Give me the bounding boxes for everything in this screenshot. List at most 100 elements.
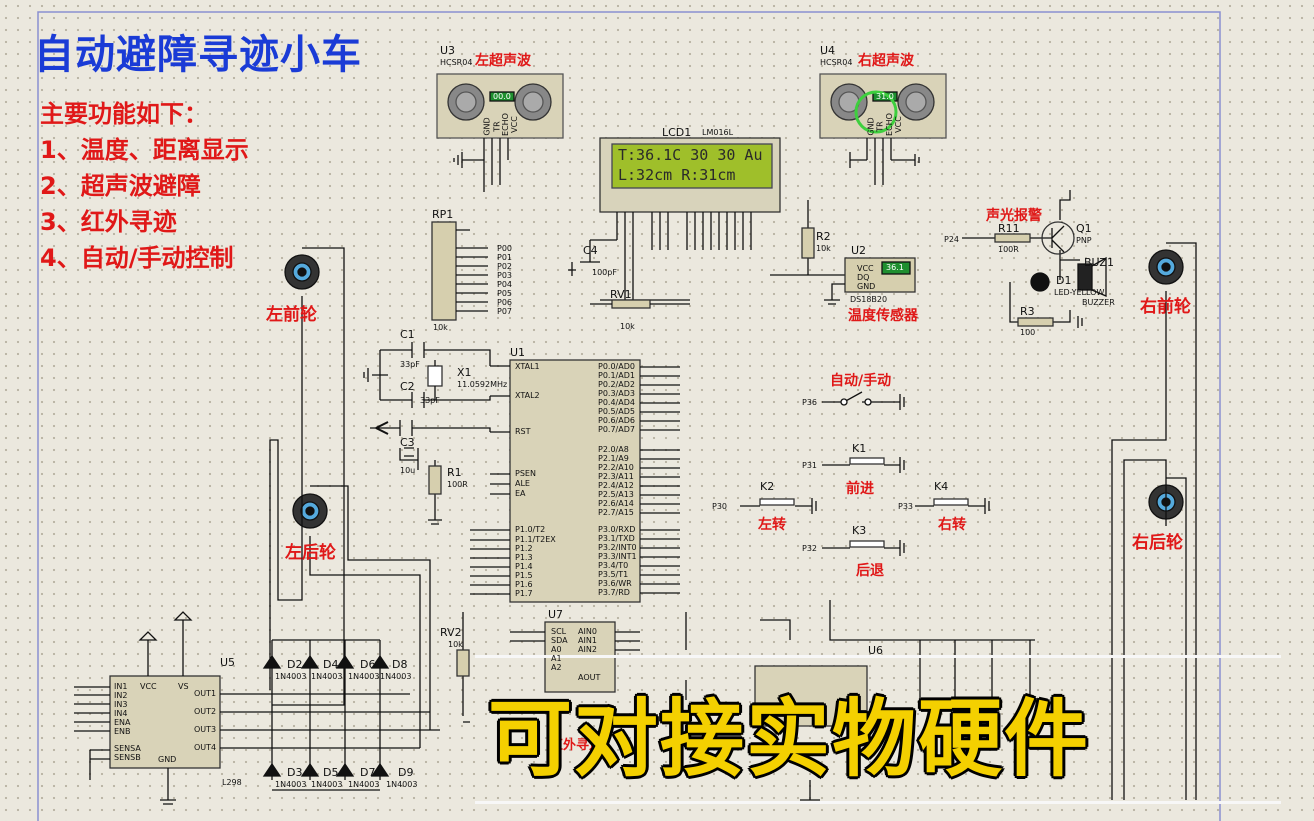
u5-pin-label: OUT3 xyxy=(194,725,217,734)
c2-ref: C2 xyxy=(400,380,415,393)
u1-pin-label: P2.2/A10 xyxy=(598,463,634,472)
k4-label: 右转 xyxy=(938,517,966,533)
c3-value: 10u xyxy=(400,466,416,475)
x1-value: 11.0592MHz xyxy=(457,380,508,389)
rp1-net: P02 xyxy=(497,262,513,271)
u1-pin-label: P3.6/WR xyxy=(598,579,632,588)
r1-value: 100R xyxy=(447,480,468,489)
alarm-net: P24 xyxy=(944,235,960,244)
features-heading: 主要功能如下： xyxy=(40,100,208,128)
k1-ref: K1 xyxy=(852,442,867,455)
wheel-left-back-label: 左后轮 xyxy=(285,543,336,563)
u5-part: L298 xyxy=(222,778,242,787)
u1-pin-label: P0.2/AD2 xyxy=(598,380,635,389)
u1-pin-label: P3.0/RXD xyxy=(598,525,636,534)
rv1-pot xyxy=(590,299,690,309)
diode-ref: D2 xyxy=(287,658,303,671)
u2-label: 温度传感器 xyxy=(848,308,918,324)
u3-ultrasonic-left xyxy=(436,73,564,192)
u7-pin-label: A1 xyxy=(551,654,562,663)
u7-pin-label: AOUT xyxy=(578,673,601,682)
lcd-line-1: T:36.1C 30 30 Au xyxy=(618,146,763,164)
u2-pin-gnd: GND xyxy=(857,282,876,291)
u5-gnd: GND xyxy=(158,755,177,764)
u1-pin-label: P1.6 xyxy=(515,580,533,589)
r11-ref: R11 xyxy=(998,222,1020,235)
u1-pin-label: P2.6/A14 xyxy=(598,499,634,508)
u7-pin-label: AIN2 xyxy=(578,645,597,654)
rp1-value: 10k xyxy=(433,323,448,332)
u3-ref: U3 xyxy=(440,44,456,57)
u1-pin-label: ALE xyxy=(515,479,530,488)
oscillator-circuit xyxy=(363,342,491,525)
diode-ref: D7 xyxy=(360,766,376,779)
u1-pin-label: P3.2/INT0 xyxy=(598,543,637,552)
u1-pin-label: P2.0/A8 xyxy=(598,445,629,454)
r3-value: 100 xyxy=(1020,328,1036,337)
u1-pin-label: P0.7/AD7 xyxy=(598,425,635,434)
overlay-caption: 可对接实物硬件 xyxy=(488,690,1091,788)
u7-pin-label: AIN1 xyxy=(578,636,597,645)
diode-part: 1N4003 xyxy=(380,672,412,681)
diode-ref: D9 xyxy=(398,766,414,779)
rp1-net: P06 xyxy=(497,298,513,307)
u1-pin-label: P0.0/AD0 xyxy=(598,362,635,371)
feature-item: 4、自动/手动控制 xyxy=(40,244,234,272)
r1-ref: R1 xyxy=(447,466,462,479)
u1-pin-label: P2.5/A13 xyxy=(598,490,634,499)
u1-pin-label: RST xyxy=(515,427,531,436)
diode-ref: D4 xyxy=(323,658,339,671)
lcd-module xyxy=(568,137,781,301)
l298-driver xyxy=(74,611,440,805)
k2-ref: K2 xyxy=(760,480,775,493)
wheel-right-back-label: 右后轮 xyxy=(1132,533,1183,553)
u3-label: 左超声波 xyxy=(475,53,531,69)
u4-pin-tr: TR xyxy=(875,121,885,132)
u3-part: HCSR04 xyxy=(440,58,473,67)
rp1-resistor-pack xyxy=(431,221,488,321)
diode-ref: D5 xyxy=(323,766,339,779)
rv1-value: 10k xyxy=(620,322,635,331)
u1-pin-label: P1.3 xyxy=(515,553,533,562)
u2-display: 36.1 xyxy=(886,263,904,272)
u5-pin-label: IN3 xyxy=(114,700,128,709)
d1-type: LED-YELLOW xyxy=(1054,288,1105,297)
d1-ref: D1 xyxy=(1056,274,1072,287)
u4-label: 右超声波 xyxy=(858,53,914,69)
u1-pin-label: P2.3/A11 xyxy=(598,472,634,481)
c3-ref: C3 xyxy=(400,436,415,449)
c1-ref: C1 xyxy=(400,328,415,341)
u1-pin-label: P0.4/AD4 xyxy=(598,398,635,407)
rp1-net: P05 xyxy=(497,289,513,298)
u3-pin-echo: ECHO xyxy=(500,113,510,136)
u4-pin-gnd: GND xyxy=(866,117,876,136)
u1-pin-label: P2.1/A9 xyxy=(598,454,629,463)
u4-ref: U4 xyxy=(820,44,836,57)
u6-ref: U6 xyxy=(868,644,884,657)
u5-pin-label: SENSB xyxy=(114,753,141,762)
diode-part: 1N4003 xyxy=(386,780,418,789)
motor-wheels xyxy=(269,242,1197,800)
u7-pin-label: SDA xyxy=(551,636,568,645)
u2-part: DS18B20 xyxy=(850,295,888,304)
page-title: 自动避障寻迹小车 xyxy=(34,32,362,78)
u5-ref: U5 xyxy=(220,656,236,669)
diode-ref: D8 xyxy=(392,658,408,671)
u1-pin-label: P1.2 xyxy=(515,544,533,553)
wheel-left-front-label: 左前轮 xyxy=(266,305,317,325)
rp1-net: P01 xyxy=(497,253,513,262)
rv1-ref: RV1 xyxy=(610,288,632,301)
rp1-net: P00 xyxy=(497,244,513,253)
u1-pin-label: XTAL1 xyxy=(515,362,540,371)
x1-ref: X1 xyxy=(457,366,472,379)
c4-value: 100pF xyxy=(592,268,617,277)
rp1-ref: RP1 xyxy=(432,208,454,221)
u7-ref: U7 xyxy=(548,608,564,621)
u7-pin-label: SCL xyxy=(551,627,567,636)
lcd-line-2: L:32cm R:31cm xyxy=(618,166,736,184)
diode-part: 1N4003 xyxy=(275,672,307,681)
u2-pin-vcc: VCC xyxy=(857,264,874,273)
diode-part: 1N4003 xyxy=(311,672,343,681)
feature-item: 2、超声波避障 xyxy=(40,172,201,200)
